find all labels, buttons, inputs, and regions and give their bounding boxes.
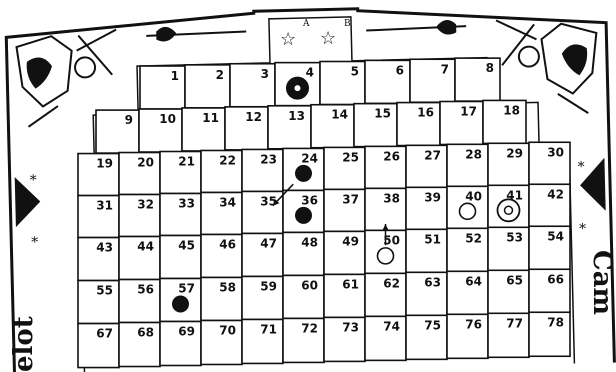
square-number: 77 <box>506 316 523 330</box>
square-number: 78 <box>547 315 564 329</box>
square-number: 46 <box>219 237 236 251</box>
square-number: 14 <box>331 108 348 122</box>
square-number: 60 <box>301 278 318 292</box>
square-number: 59 <box>260 279 277 293</box>
square-number: 43 <box>96 241 113 255</box>
square-number: 11 <box>202 111 219 125</box>
square-number: 65 <box>506 273 523 287</box>
square-number: 34 <box>219 195 236 209</box>
square-number: 40 <box>465 189 482 203</box>
castle-star-a: ☆ <box>280 29 296 50</box>
castle-label-a: A <box>302 19 310 29</box>
white-man-piece[interactable] <box>460 203 476 219</box>
square-number: 13 <box>288 109 305 123</box>
square-number: 68 <box>137 326 154 340</box>
square-number: 75 <box>424 318 441 332</box>
square-number: 29 <box>506 146 523 160</box>
square-number: 71 <box>260 322 277 336</box>
square-number: 56 <box>137 283 154 297</box>
square-number: 74 <box>383 319 400 333</box>
square-number: 55 <box>96 284 113 298</box>
square-number: 67 <box>96 327 113 341</box>
square-number: 20 <box>137 156 154 170</box>
svg-text:*: * <box>31 235 38 251</box>
square-number: 26 <box>383 149 400 163</box>
square-number: 7 <box>441 62 449 76</box>
square-number: 33 <box>178 197 195 211</box>
square-number: 42 <box>547 187 564 201</box>
square-number: 22 <box>219 153 236 167</box>
side-emblem-right: * * <box>577 158 606 238</box>
square-number: 17 <box>460 105 477 119</box>
black-knight-piece-center <box>295 85 301 91</box>
black-man-piece[interactable] <box>296 165 312 181</box>
square-number: 64 <box>465 274 482 288</box>
square-number: 54 <box>547 229 564 243</box>
square-number: 9 <box>125 113 133 127</box>
square-number: 8 <box>486 61 494 75</box>
castle-star-b: ☆ <box>320 28 336 49</box>
black-man-piece[interactable] <box>296 207 312 223</box>
square-number: 62 <box>383 276 400 290</box>
square-number: 39 <box>424 190 441 204</box>
square-number: 5 <box>351 65 359 79</box>
square-number: 73 <box>342 320 359 334</box>
square-number: 19 <box>96 157 113 171</box>
square-number: 45 <box>178 239 195 253</box>
square-number: 53 <box>506 230 523 244</box>
square-number: 27 <box>424 148 441 162</box>
svg-text:*: * <box>577 159 584 175</box>
svg-text:*: * <box>30 173 37 189</box>
square-number: 47 <box>260 236 277 250</box>
square-number: 37 <box>342 192 359 206</box>
square-number: 44 <box>137 240 154 254</box>
square-number: 2 <box>216 68 224 82</box>
square-number: 49 <box>342 234 359 248</box>
square-number: 16 <box>417 106 434 120</box>
square-number: 66 <box>547 272 564 286</box>
square-number: 69 <box>178 325 195 339</box>
square-number: 12 <box>245 110 262 124</box>
square-number: 63 <box>424 275 441 289</box>
square-number: 57 <box>178 282 195 296</box>
square-number: 52 <box>465 231 482 245</box>
svg-text:*: * <box>579 221 586 237</box>
square-number: 31 <box>96 199 113 213</box>
square-number: 32 <box>137 198 154 212</box>
square-number: 25 <box>342 150 359 164</box>
white-man-piece[interactable] <box>378 248 394 264</box>
square-number: 38 <box>383 191 400 205</box>
square-number: 6 <box>396 63 404 77</box>
square-number: 24 <box>301 151 318 165</box>
square-number: 48 <box>301 235 318 249</box>
side-text-right: Cam <box>587 250 616 315</box>
black-man-piece[interactable] <box>173 296 189 312</box>
white-knight-piece-center <box>505 206 513 214</box>
square-number: 21 <box>178 155 195 169</box>
square-number: 76 <box>465 317 482 331</box>
square-number: 1 <box>171 69 179 83</box>
square-number: 10 <box>159 112 176 126</box>
square-number: 30 <box>547 145 564 159</box>
side-text-left: elot <box>9 316 39 372</box>
square-number: 4 <box>306 66 314 80</box>
side-emblem-left: * * <box>15 173 42 252</box>
castle-label-b: B <box>344 19 351 29</box>
square-number: 70 <box>219 323 236 337</box>
square-number: 51 <box>424 232 441 246</box>
square-number: 61 <box>342 277 359 291</box>
square-number: 36 <box>301 193 318 207</box>
square-number: 28 <box>465 147 482 161</box>
square-number: 72 <box>301 321 318 335</box>
square-number: 23 <box>260 152 277 166</box>
square-number: 15 <box>374 107 391 121</box>
square-number: 3 <box>261 67 269 81</box>
square-number: 18 <box>503 103 520 117</box>
square-number: 58 <box>219 280 236 294</box>
